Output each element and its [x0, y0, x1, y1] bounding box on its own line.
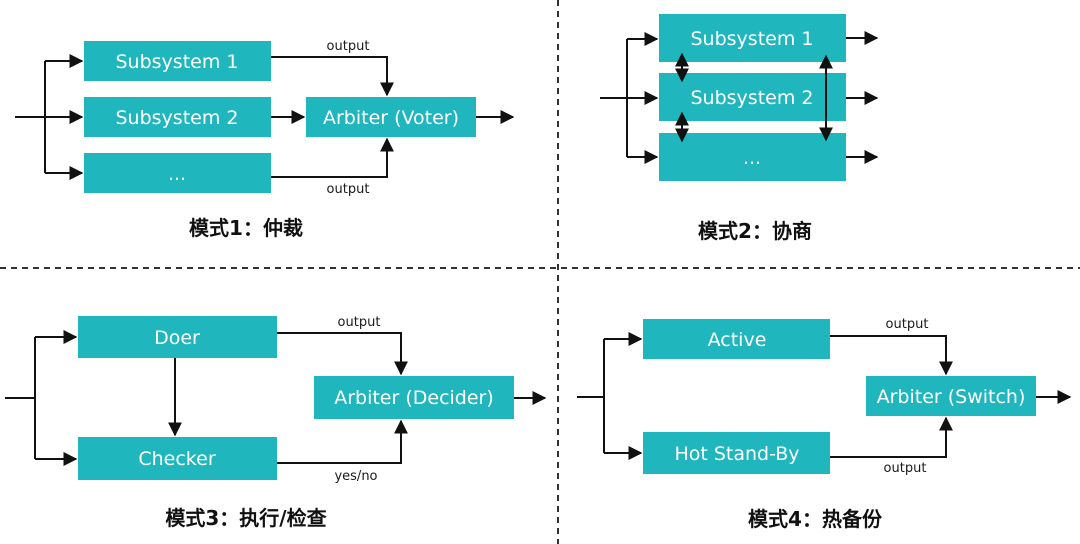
p3-arbiter-decider-box [314, 376, 514, 419]
panel-3-doer-checker: Doer Checker Arbiter (Decider) output ye… [5, 315, 547, 530]
p1-ellipsis-label: ... [168, 163, 186, 185]
p3-checker-label: Checker [138, 448, 215, 470]
p2-caption: 模式2：协商 [698, 219, 812, 243]
p3-doer-box [78, 316, 277, 358]
p1-top-output-arrow [271, 56, 394, 97]
p1-ellipsis-box [84, 153, 271, 193]
p1-arbiter-voter-box [306, 97, 476, 137]
p3-output-label: output [338, 315, 381, 330]
p1-output-bottom-label: output [327, 182, 370, 197]
p1-bottom-output-arrow [271, 137, 394, 178]
p4-output-top-label: output [886, 317, 929, 332]
p3-doer-label: Doer [154, 327, 200, 349]
p3-yesno-label: yes/no [334, 469, 377, 484]
p3-arbiter-label: Arbiter (Decider) [334, 387, 494, 409]
p1-subsystem-1-box [84, 41, 271, 81]
p2-ellipsis-box [659, 133, 846, 181]
p2-subsystem-2-label: Subsystem 2 [691, 87, 814, 109]
p1-output-top-label: output [327, 39, 370, 54]
p4-standby-output-arrow [830, 416, 953, 458]
panel-4-hot-standby: Active Hot Stand-By Arbiter (Switch) out… [577, 317, 1072, 531]
p4-active-label: Active [708, 329, 767, 351]
p4-arbiter-label: Arbiter (Switch) [877, 386, 1026, 408]
p1-subsystem-2-box [84, 97, 271, 137]
p2-subsystem-1-box [659, 14, 846, 62]
p4-standby-box [643, 432, 830, 474]
p3-caption: 模式3：执行/检查 [165, 506, 326, 530]
panel-1-arbitration: Subsystem 1 Subsystem 2 ... Arbiter (Vot… [15, 39, 515, 240]
p1-arbiter-label: Arbiter (Voter) [323, 107, 459, 129]
p2-subsystem-1-label: Subsystem 1 [691, 28, 814, 50]
p4-arbiter-switch-box [866, 376, 1036, 416]
p4-output-bottom-label: output [884, 461, 927, 476]
p1-subsystem-1-label: Subsystem 1 [116, 51, 239, 73]
p1-caption: 模式1：仲裁 [189, 216, 303, 240]
p3-doer-output-arrow [277, 332, 408, 376]
p4-caption: 模式4：热备份 [748, 507, 883, 531]
p4-active-box [643, 319, 830, 359]
p4-active-output-arrow [830, 335, 953, 376]
p4-standby-label: Hot Stand-By [674, 443, 799, 465]
panel-2-negotiation: Subsystem 1 Subsystem 2 ... 模式2：协商 [600, 14, 879, 243]
p1-subsystem-2-label: Subsystem 2 [116, 107, 239, 129]
p3-checker-yesno-arrow [277, 419, 408, 464]
p3-checker-box [78, 437, 277, 480]
p2-subsystem-2-box [659, 73, 846, 121]
p2-ellipsis-label: ... [743, 147, 761, 169]
